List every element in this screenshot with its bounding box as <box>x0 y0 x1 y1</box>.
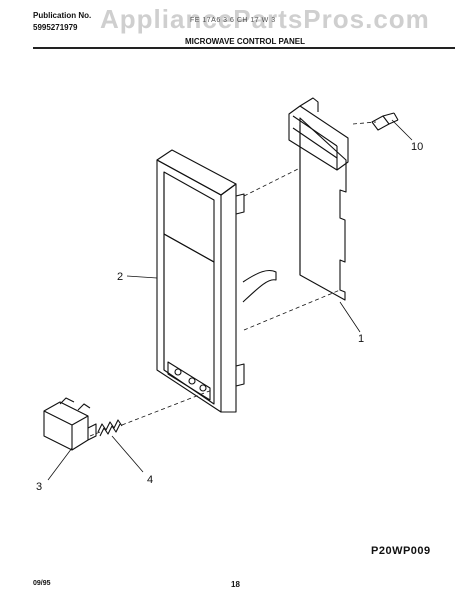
watermark: AppliancePartsPros.com <box>100 4 430 34</box>
figure-code: P20WP009 <box>371 545 431 557</box>
assembly-lines <box>89 121 377 437</box>
header-rule <box>33 47 455 49</box>
callout-1: 1 <box>358 333 364 345</box>
callout-3: 3 <box>36 481 42 493</box>
control-panel-bezel <box>156 149 245 413</box>
ribbon-cable <box>242 269 277 303</box>
control-button <box>43 397 97 451</box>
callout-2: 2 <box>117 271 123 283</box>
spring <box>97 419 123 437</box>
publication-label: Publication No. <box>33 11 92 20</box>
model-number: FE 17A6 3 6 CH 17 W 3 <box>190 17 276 24</box>
callout-10: 10 <box>411 141 423 153</box>
revision-date: 09/95 <box>33 580 51 587</box>
diagram-title: MICROWAVE CONTROL PANEL <box>185 37 305 46</box>
callout-4: 4 <box>147 474 153 486</box>
publication-number: 5995271979 <box>33 23 78 32</box>
screw <box>371 112 399 131</box>
leader-lines <box>47 119 413 481</box>
page-number: 18 <box>231 580 240 589</box>
control-board <box>288 97 349 301</box>
